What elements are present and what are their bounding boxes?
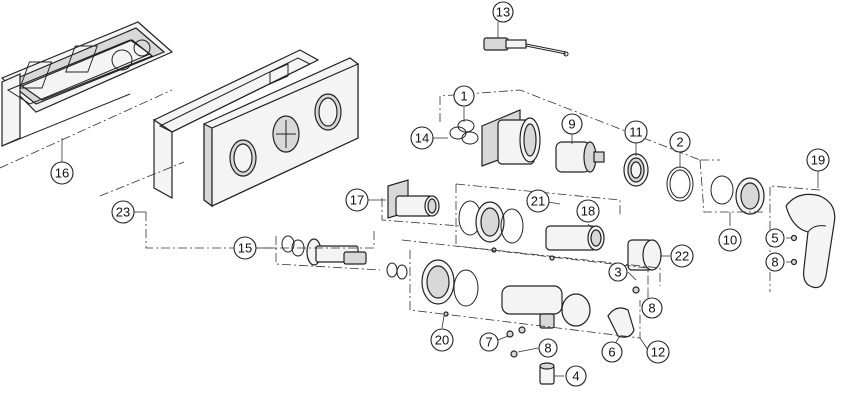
part-13-spindle	[483, 37, 569, 57]
svg-text:20: 20	[435, 333, 449, 348]
callout-16: 16	[50, 161, 74, 185]
callout-21: 21	[526, 189, 550, 213]
callout-20: 20	[430, 328, 454, 352]
callout-2: 2	[669, 131, 691, 153]
callout-4: 4	[565, 365, 587, 387]
callout-22: 22	[670, 244, 694, 268]
callout-9: 9	[561, 113, 583, 135]
svg-text:19: 19	[811, 153, 825, 168]
callout-8-body: 8	[641, 297, 663, 319]
part-21-seal-rings	[458, 200, 524, 253]
callout-19: 19	[806, 148, 830, 172]
svg-text:1: 1	[460, 89, 467, 104]
part-1-orings	[449, 119, 479, 145]
callout-10: 10	[718, 228, 742, 252]
svg-text:23: 23	[116, 205, 130, 220]
callout-7: 7	[479, 332, 499, 352]
svg-text:9: 9	[568, 117, 575, 132]
part-9-cartridge	[555, 141, 605, 173]
callout-8-spout: 8	[538, 338, 558, 358]
part-14-valve-body	[481, 109, 541, 167]
svg-text:2: 2	[676, 135, 683, 150]
callout-8-handle: 8	[765, 252, 785, 272]
svg-text:10: 10	[723, 233, 737, 248]
part-11-nut	[623, 153, 649, 187]
svg-text:4: 4	[572, 369, 579, 384]
callout-14: 14	[410, 126, 434, 150]
svg-text:17: 17	[350, 193, 364, 208]
part-6-diverter-knob	[607, 286, 640, 338]
svg-text:7: 7	[485, 335, 492, 350]
svg-text:3: 3	[614, 265, 621, 280]
part-4-aerator	[539, 362, 555, 385]
svg-text:11: 11	[629, 125, 643, 140]
callout-15: 15	[233, 236, 257, 260]
callout-13: 13	[492, 1, 514, 23]
svg-text:6: 6	[608, 345, 615, 360]
part-2-ring	[666, 166, 694, 202]
callout-3: 3	[608, 262, 628, 282]
svg-text:14: 14	[415, 131, 429, 146]
callout-17: 17	[345, 188, 369, 212]
part-8-grub-screw	[510, 350, 518, 358]
part-10-sleeve-set	[710, 175, 765, 215]
callout-1: 1	[453, 85, 475, 107]
svg-text:5: 5	[771, 231, 778, 246]
svg-text:8: 8	[648, 301, 655, 316]
svg-text:12: 12	[651, 345, 665, 360]
callout-5: 5	[765, 228, 785, 248]
part-5-8-handle-screws	[790, 234, 798, 266]
svg-text:21: 21	[531, 194, 545, 209]
callout-23: 23	[111, 200, 135, 224]
part-7-screws	[506, 326, 526, 338]
part-18-tube	[545, 225, 605, 261]
svg-text:8: 8	[544, 341, 551, 356]
part-22-cap	[627, 239, 662, 271]
svg-text:13: 13	[496, 5, 510, 20]
svg-text:16: 16	[55, 166, 69, 181]
part-17-adaptor	[387, 179, 440, 219]
leader-lines	[61, 22, 819, 377]
svg-text:8: 8	[771, 255, 778, 270]
part-23-cover-plate	[152, 49, 359, 208]
part-19-lever-handle	[785, 193, 836, 289]
callout-11: 11	[624, 120, 648, 144]
callout-18: 18	[576, 199, 600, 223]
part-20-washers	[386, 259, 479, 317]
part-15-valve-stem	[281, 235, 367, 266]
svg-text:22: 22	[675, 249, 689, 264]
part-12-spout-body	[501, 285, 591, 329]
svg-text:18: 18	[581, 204, 595, 219]
part-16-mounting-frame	[0, 21, 174, 147]
callout-6: 6	[601, 341, 623, 363]
callout-12: 12	[646, 340, 670, 364]
svg-text:15: 15	[238, 241, 252, 256]
